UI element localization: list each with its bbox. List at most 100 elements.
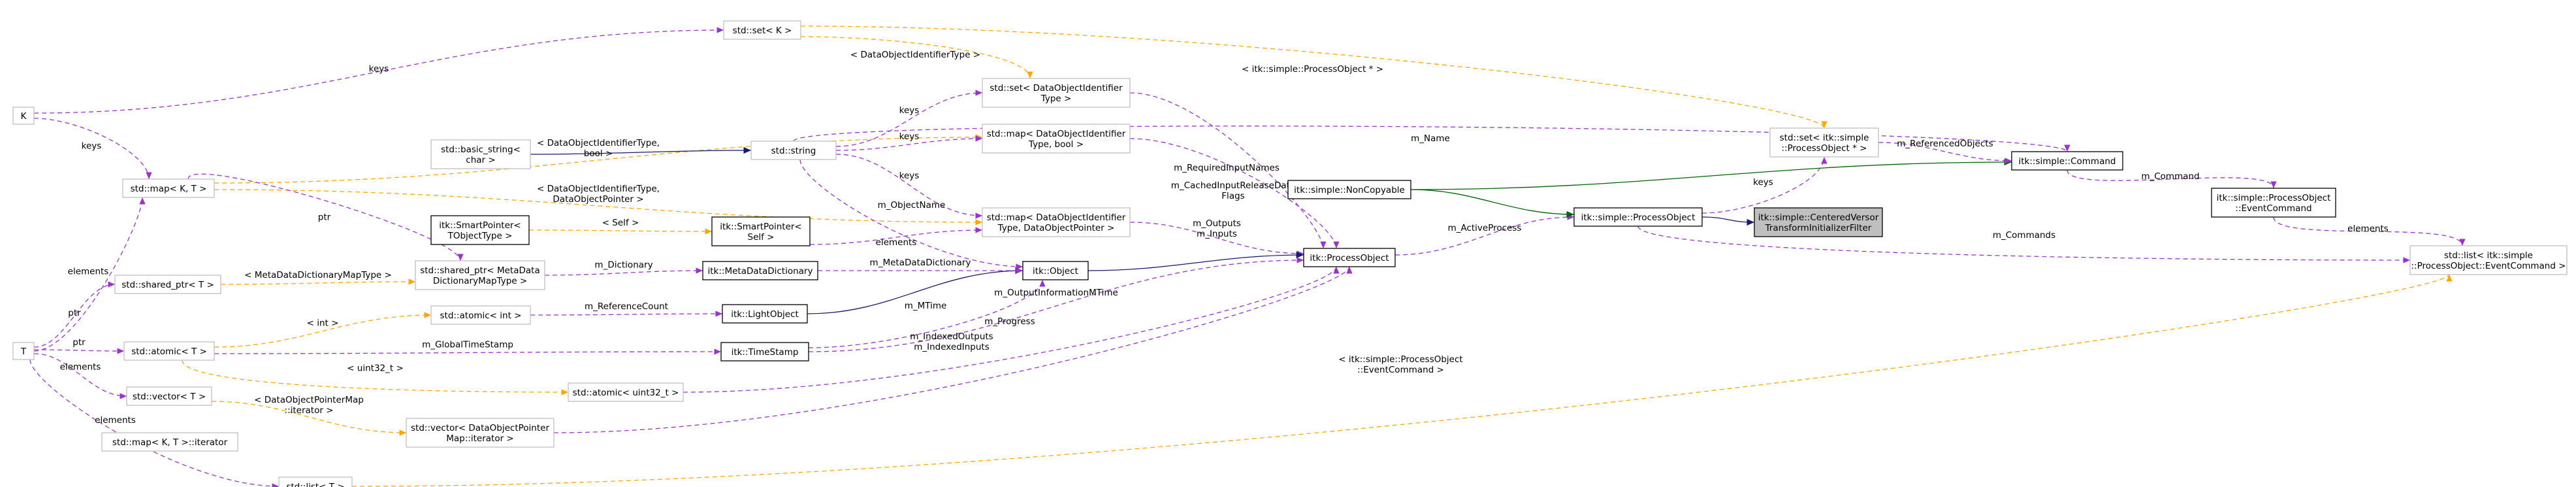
node-label-line: std::set< K > xyxy=(733,25,792,36)
edge-set-doit-to-processobject-itk xyxy=(1129,92,1327,249)
node-box xyxy=(1303,248,1396,267)
edge-label-tmpl-ec: < itk::simple::ProcessObject::EventComma… xyxy=(1338,354,1462,375)
node-processobject-simple[interactable]: itk::simple::ProcessObject xyxy=(1573,207,1703,227)
edge-label-line: < DataObjectIdentifierType > xyxy=(850,50,980,60)
node-smartptr-t[interactable]: itk::SmartPointer<TObjectType > xyxy=(430,215,530,245)
node-label: std::atomic< int > xyxy=(440,311,522,321)
edge-label-line: < itk::simple::ProcessObject xyxy=(1338,354,1462,365)
node-box xyxy=(122,178,215,198)
node-label: itk::TimeStamp xyxy=(732,347,799,358)
node-label-line: itk::TimeStamp xyxy=(732,347,799,358)
node-box xyxy=(711,216,811,246)
edge-timestamp-to-object xyxy=(808,279,1046,348)
node-label-line: std::map< DataObjectIdentifier xyxy=(987,129,1126,139)
node-label-line: char > xyxy=(466,155,495,165)
edge-label-keys: keys xyxy=(369,64,389,75)
edge-label-m-metadatadict: m_MetaDataDictionary xyxy=(870,258,971,268)
edge-label-line: Flags xyxy=(1221,191,1244,201)
node-processobject-itk[interactable]: itk::ProcessObject xyxy=(1303,248,1396,267)
node-label-line: itk::simple::Command xyxy=(2018,156,2116,167)
edge-label-line: elements xyxy=(95,415,136,426)
node-label-line: DictionaryMapType > xyxy=(433,276,527,286)
edge-label-line: m_RequiredInputNames xyxy=(1174,163,1280,173)
node-command[interactable]: itk::simple::Command xyxy=(2011,151,2123,171)
node-label: std::atomic< T > xyxy=(131,346,207,357)
edge-label-line: m_IndexedInputs xyxy=(914,342,990,352)
node-label-line: std::vector< T > xyxy=(133,392,206,402)
edge-label-line: keys xyxy=(1753,177,1773,188)
node-label-line: itk::Object xyxy=(1033,266,1078,277)
node-box xyxy=(702,261,818,280)
edge-smartptr-t-to-smartptr-self xyxy=(528,228,713,235)
edge-label-m-commands: m_Commands xyxy=(1993,230,2055,241)
node-lightobject[interactable]: itk::LightObject xyxy=(722,304,808,324)
node-box xyxy=(430,139,531,169)
node-box xyxy=(430,305,531,325)
edge-processobject-itk-to-processobject-simple xyxy=(1394,214,1575,256)
edge-label-line: elements xyxy=(876,237,917,248)
node-timestamp[interactable]: itk::TimeStamp xyxy=(720,342,809,361)
node-box xyxy=(2011,151,2123,171)
node-label-line: std::set< itk::simple xyxy=(1780,133,1869,143)
node-label-line: std::map< DataObjectIdentifier xyxy=(987,212,1126,223)
node-box xyxy=(2211,188,2336,218)
edge-label-tmpl-doit: < DataObjectIdentifierType > xyxy=(850,50,980,60)
node-box xyxy=(126,386,212,406)
edge-object-to-processobject-itk xyxy=(1087,251,1304,271)
node-label: std::list< T > xyxy=(286,482,344,487)
edge-label-m-name: m_Name xyxy=(1411,133,1450,144)
edge-label-line: < Self > xyxy=(602,218,639,228)
node-label: itk::MetaDataDictionary xyxy=(708,266,813,277)
edge-T-to-vector-T xyxy=(33,353,127,399)
edge-shared-ptr-T-to-shared-ptr-mdd xyxy=(220,278,416,285)
edge-label-line: m_Inputs xyxy=(1197,229,1237,239)
node-label-line: TObjectType > xyxy=(447,231,513,241)
node-label-line: itk::simple::NonCopyable xyxy=(1294,185,1405,195)
node-label: std::set< K > xyxy=(733,25,792,36)
edge-T-to-shared-ptr-T xyxy=(33,281,116,348)
node-label-line: std::atomic< int > xyxy=(440,311,522,321)
node-label-line: std::shared_ptr< MetaData xyxy=(420,265,540,276)
edge-label-line: DataObjectPointer > xyxy=(553,194,643,205)
node-label-line: std::list< T > xyxy=(286,482,344,487)
edge-string-to-object xyxy=(799,159,1023,270)
node-label: std::string xyxy=(771,146,816,156)
edge-label-line: elements xyxy=(68,267,109,277)
edge-label-line: m_ActiveProcess xyxy=(1448,223,1522,233)
node-label-line: TransformInitializerFilter xyxy=(1765,223,1872,233)
node-box xyxy=(1754,207,1883,237)
node-atomic-uint32: std::atomic< uint32_t > xyxy=(568,382,684,402)
node-eventcommand[interactable]: itk::simple::ProcessObject::EventCommand xyxy=(2211,188,2336,218)
node-box xyxy=(114,275,221,294)
node-noncopyable[interactable]: itk::simple::NonCopyable xyxy=(1287,180,1411,199)
node-label: itk::simple::Command xyxy=(2018,156,2116,167)
node-atomic-int: std::atomic< int > xyxy=(430,305,531,325)
edge-processobject-simple-to-list-ec xyxy=(1637,226,2411,263)
node-label-line: itk::MetaDataDictionary xyxy=(708,266,813,277)
edge-label-line: elements xyxy=(2347,224,2389,234)
edge-atomic-int-to-lightobject xyxy=(530,311,723,317)
edge-label-elements: elements xyxy=(876,237,917,248)
edge-label-line: keys xyxy=(899,131,920,142)
node-box xyxy=(568,382,684,402)
node-label: std::set< itk::simple::ProcessObject * > xyxy=(1780,133,1869,154)
edge-shared-ptr-mdd-to-metadatadict xyxy=(544,267,703,276)
edge-command-to-eventcommand xyxy=(2067,169,2277,189)
node-object[interactable]: itk::Object xyxy=(1022,261,1089,280)
node-label-line: Type, DataObjectPointer > xyxy=(997,223,1115,233)
edge-label-line: m_Name xyxy=(1411,133,1450,144)
edge-label-line: ptr xyxy=(318,212,331,223)
edge-label-line: < DataObjectPointerMap xyxy=(254,395,364,405)
edge-label-m-mtime: m_MTime xyxy=(905,301,947,311)
edge-basic-string-to-string xyxy=(530,146,752,155)
node-label-line: std::map< K, T > xyxy=(131,184,207,194)
node-smartptr-self[interactable]: itk::SmartPointer<Self > xyxy=(711,216,811,246)
edge-T-to-list-T xyxy=(29,359,280,487)
edge-label-tmpl-int: < int > xyxy=(307,318,339,329)
edge-set-po-to-command xyxy=(1878,142,2012,164)
node-metadatadict[interactable]: itk::MetaDataDictionary xyxy=(702,261,818,280)
